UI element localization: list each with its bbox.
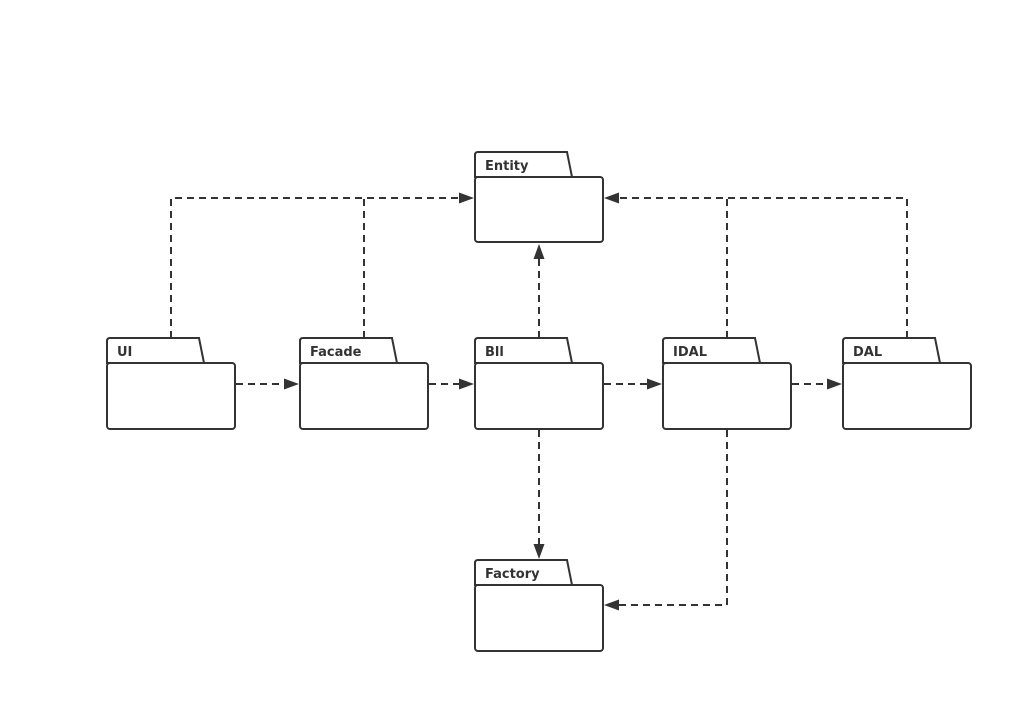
package-label: Facade	[310, 345, 362, 360]
package-factory[interactable]: Factory	[474, 559, 604, 652]
package-tab	[662, 337, 762, 364]
package-ui[interactable]: UI	[106, 337, 236, 430]
dep-ui-entity[interactable]	[170, 197, 463, 338]
package-label: IDAL	[673, 345, 707, 360]
arrowhead-right-entity	[604, 192, 619, 204]
package-body	[474, 362, 604, 430]
package-facade[interactable]: Facade	[299, 337, 429, 430]
package-label: UI	[117, 345, 132, 360]
package-idal[interactable]: IDAL	[662, 337, 792, 430]
arrowhead-bll-idal	[647, 378, 662, 390]
package-dal[interactable]: DAL	[842, 337, 972, 430]
package-body	[474, 176, 604, 243]
package-tab	[474, 337, 574, 364]
package-bll[interactable]: Bll	[474, 337, 604, 430]
package-body	[842, 362, 972, 430]
package-entity[interactable]: Entity	[474, 151, 604, 243]
arrowhead-ui-facade	[284, 378, 299, 390]
package-tab	[299, 337, 399, 364]
package-body	[474, 584, 604, 652]
package-tab	[842, 337, 942, 364]
package-label: DAL	[853, 345, 882, 360]
arrowhead-bll-factory	[533, 544, 545, 559]
package-body	[299, 362, 429, 430]
arrowhead-idal-dal	[827, 378, 842, 390]
dependency-connectors	[170, 192, 908, 611]
package-body	[662, 362, 792, 430]
package-tab	[474, 559, 574, 586]
arrowhead-bll-entity	[533, 244, 545, 259]
arrowhead-left-entity	[459, 192, 474, 204]
dep-dal-entity[interactable]	[615, 197, 908, 338]
arrowhead-facade-bll	[459, 378, 474, 390]
package-tab	[474, 151, 574, 178]
package-body	[106, 362, 236, 430]
package-tab	[106, 337, 206, 364]
dep-idal-factory[interactable]	[615, 430, 728, 606]
package-label: Entity	[485, 159, 529, 174]
arrowhead-idal-factory	[604, 599, 619, 611]
package-label: Factory	[485, 567, 540, 582]
package-label: Bll	[485, 345, 504, 360]
